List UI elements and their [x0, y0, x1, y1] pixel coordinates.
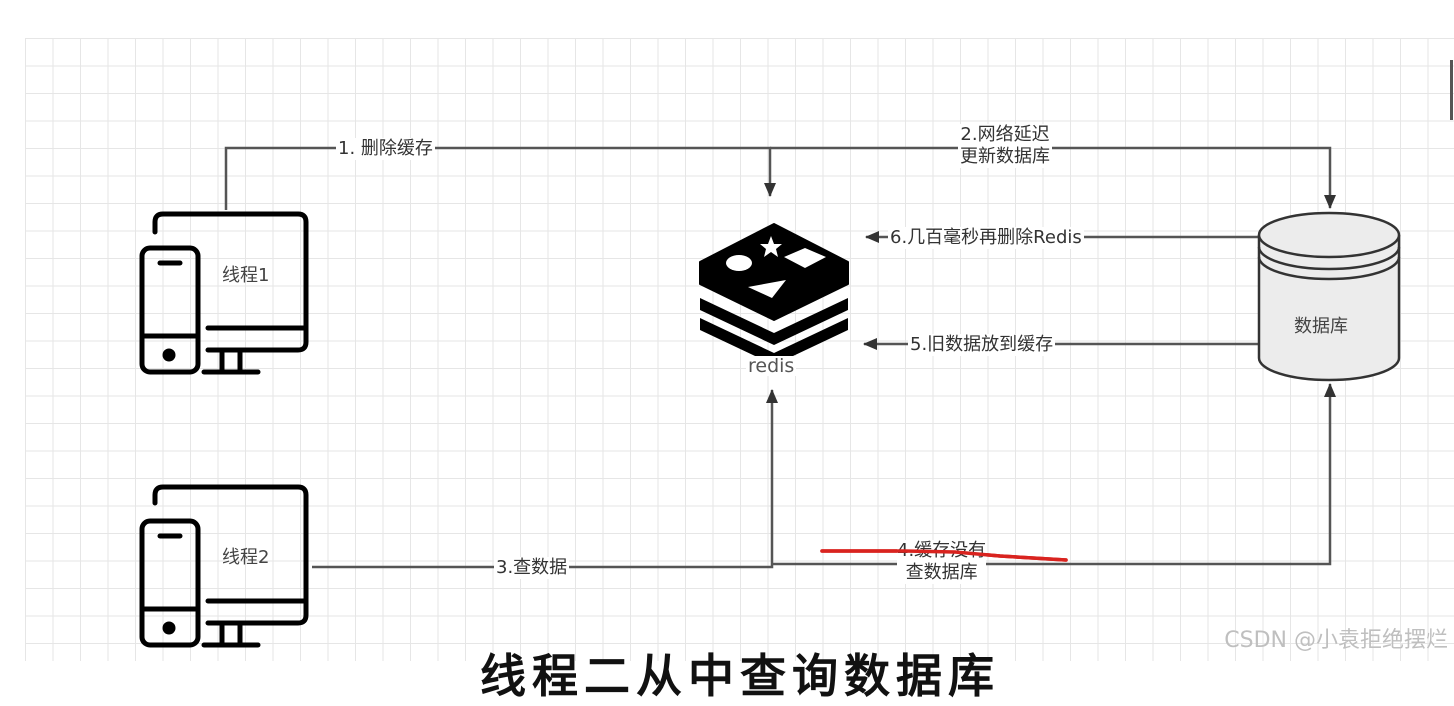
redis-icon [699, 223, 849, 365]
edge-label-old-data-to-cache: 5.旧数据放到缓存 [908, 334, 1056, 356]
edge-label-cache-miss-line2: 查数据库 [897, 562, 987, 584]
watermark: CSDN @小袁拒绝摆烂 [1224, 628, 1448, 653]
device-icon-thread1 [139, 211, 309, 375]
edge-query-data [312, 389, 778, 569]
device-icon-thread2 [139, 484, 309, 648]
edge-label-update-db: 2.网络延迟 更新数据库 [958, 124, 1052, 168]
diagram-edges [139, 146, 1401, 648]
database-label: 数据库 [1294, 316, 1348, 337]
edge-label-query-data: 3.查数据 [494, 557, 570, 579]
edge-label-cache-miss-line1: 4.缓存没有 [897, 540, 987, 562]
scrollbar-edge [1450, 60, 1453, 120]
diagram-title: 线程二从中查询数据库 [480, 649, 1000, 703]
thread2-label: 线程2 [222, 547, 270, 568]
canvas-grid [25, 38, 1454, 661]
edge-label-delayed-delete: 6.几百毫秒再删除Redis [888, 227, 1084, 249]
edge-label-update-db-line1: 2.网络延迟 [960, 124, 1050, 145]
edge-label-cache-miss: 4.缓存没有 查数据库 [895, 540, 988, 584]
edge-label-update-db-line2: 更新数据库 [960, 146, 1050, 167]
edge-label-delete-cache: 1. 删除缓存 [336, 138, 435, 160]
thread1-label: 线程1 [222, 265, 270, 286]
edge-cache-miss-query-db [772, 383, 1336, 566]
database-icon [1257, 211, 1401, 382]
edge-update-db [770, 146, 1336, 209]
edge-delete-cache [224, 146, 776, 210]
redis-label: redis [746, 355, 797, 377]
